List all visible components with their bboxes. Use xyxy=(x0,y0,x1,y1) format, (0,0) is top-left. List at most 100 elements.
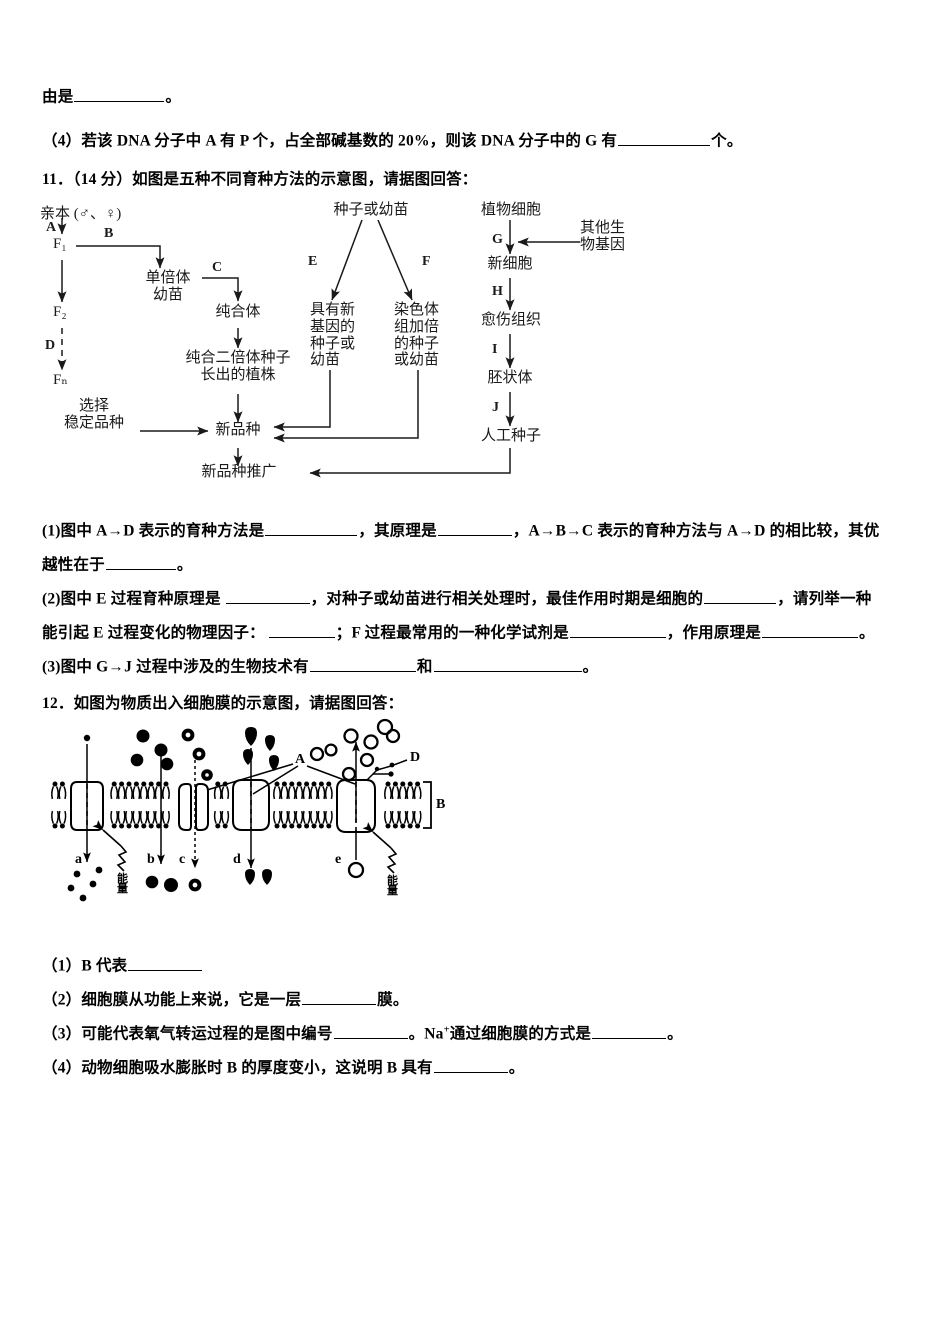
node-seed-or-seedling: 种子或幼苗 xyxy=(333,202,409,218)
q10-sub4-text: （4）若该 DNA 分子中 A 有 P 个，占全部碱基数的 20%，则该 DNA… xyxy=(42,132,618,150)
q12-sub3: （3）可能代表氧气转运过程的是图中编号 。Na+通过细胞膜的方式是 。 xyxy=(42,1023,683,1046)
membrane-label-B: B xyxy=(436,797,446,812)
q10-line-由是: 由是 。 xyxy=(42,86,181,109)
node-select-stable: 选择 稳定品种 xyxy=(63,398,124,431)
q11-sub3-line: (3)图中 G→J 过程中涉及的生物技术有 和 。 xyxy=(42,656,598,679)
energy-label-e: 能量 xyxy=(387,875,398,898)
answer-blank[interactable] xyxy=(302,989,377,1005)
answer-blank[interactable] xyxy=(268,622,335,638)
answer-blank[interactable] xyxy=(592,1023,667,1039)
q12-sub4: （4）动物细胞吸水膨胀时 B 的厚度变小，这说明 B 具有 。 xyxy=(42,1057,524,1080)
node-homozygote: 纯合体 xyxy=(215,304,261,320)
q12-sub3-c: 通过细胞膜的方式是 xyxy=(449,1025,592,1043)
arrow-label-B: B xyxy=(104,226,114,241)
q11-sub2-line1: (2)图中 E 过程育种原理是，对种子或幼苗进行相关处理时，最佳作用时期是细胞的… xyxy=(42,588,922,611)
cell-membrane-diagram: a b c d e A B D 能量 能量 xyxy=(51,718,455,922)
q12-sub2: （2）细胞膜从功能上来说，它是一层 膜。 xyxy=(42,989,409,1012)
na-plus-superscript: + xyxy=(443,1024,450,1036)
arrow-label-F: F xyxy=(422,254,431,269)
membrane-diagram-graphics xyxy=(51,718,432,902)
q11-sub1-c: ，A→B→C 表示的育种方法与 A→D 的相比较，其优 xyxy=(512,522,880,540)
q12-sub3-b: 。Na xyxy=(408,1025,444,1043)
q11-stem: 11．（14 分）如图是五种不同育种方法的示意图，请据图回答： xyxy=(42,171,478,188)
q12-sub2-a: （2）细胞膜从功能上来说，它是一层 xyxy=(42,991,302,1009)
node-f1: F₁ xyxy=(53,236,67,252)
membrane-channel-e: e xyxy=(335,852,342,867)
membrane-channel-d: d xyxy=(233,852,241,867)
answer-blank[interactable] xyxy=(333,1023,408,1039)
arrow-label-C: C xyxy=(212,260,223,275)
node-f2: F₂ xyxy=(53,304,67,320)
membrane-channel-b: b xyxy=(147,852,155,867)
node-new-variety: 新品种 xyxy=(215,422,261,438)
membrane-channel-c: c xyxy=(179,852,186,867)
q12-sub3-d: 。 xyxy=(667,1025,683,1043)
q11-sub1-b: ，其原理是 xyxy=(358,522,437,540)
node-haploid-seedling: 单倍体 幼苗 xyxy=(145,270,191,303)
membrane-label-A: A xyxy=(295,752,306,767)
q11-sub3-a: (3)图中 G→J 过程中涉及的生物技术有 xyxy=(42,658,309,676)
node-artificial-seed: 人工种子 xyxy=(480,428,541,444)
energy-label-a: 能量 xyxy=(117,873,128,896)
q11-sub1-line1: (1)图中 A→D 表示的育种方法是 ，其原理是 ，A→B→C 表示的育种方法与 A… xyxy=(42,520,922,543)
breeding-methods-diagram: 亲本 (♂、♀) F₁ F₂ Fₙ 选择 稳定品种 单倍体 幼苗 纯合体 纯合二… xyxy=(40,198,660,498)
q11-sub2-d: 能引起 E 过程变化的物理因子： xyxy=(42,624,265,642)
arrow-label-E: E xyxy=(308,254,318,269)
breeding-diagram-lines xyxy=(57,218,580,478)
answer-blank[interactable] xyxy=(225,588,310,604)
q11-sub1-d: 越性在于 xyxy=(42,556,105,574)
answer-blank[interactable] xyxy=(437,520,512,536)
answer-blank[interactable] xyxy=(265,520,358,536)
q12-sub3-a: （3）可能代表氧气转运过程的是图中编号 xyxy=(42,1025,333,1043)
q11-sub2-g: 。 xyxy=(858,624,875,642)
q12-sub4-a: （4）动物细胞吸水膨胀时 B 的厚度变小，这说明 B 具有 xyxy=(42,1059,433,1077)
node-new-variety-promotion: 新品种推广 xyxy=(201,464,277,480)
answer-blank[interactable] xyxy=(761,622,858,638)
node-callus: 愈伤组织 xyxy=(480,312,541,328)
arrow-label-I: I xyxy=(492,342,498,357)
q11-sub1-line2: 越性在于 。 xyxy=(42,554,193,577)
answer-blank[interactable] xyxy=(569,622,666,638)
q12-sub1: （1）B 代表 xyxy=(42,955,203,978)
answer-blank[interactable] xyxy=(74,86,165,102)
q12-stem: 12．如图为物质出入细胞膜的示意图，请据图回答： xyxy=(42,695,404,712)
q11-sub2-a: (2)图中 E 过程育种原理是 xyxy=(42,590,221,608)
membrane-label-D: D xyxy=(410,750,421,765)
arrow-label-J: J xyxy=(492,400,499,415)
answer-blank[interactable] xyxy=(704,588,777,604)
answer-blank[interactable] xyxy=(105,554,176,570)
q12-sub2-b: 膜。 xyxy=(377,991,409,1009)
arrow-label-A: A xyxy=(46,220,57,235)
q11-sub2-f: ，作用原理是 xyxy=(666,624,761,642)
membrane-channel-a: a xyxy=(75,852,82,867)
arrow-label-H: H xyxy=(492,284,503,299)
answer-blank[interactable] xyxy=(433,656,582,672)
q10-text-pre: 由是 xyxy=(42,88,74,106)
node-new-cell: 新细胞 xyxy=(487,256,533,272)
answer-blank[interactable] xyxy=(309,656,416,672)
q10-text-post: 。 xyxy=(165,88,182,106)
q10-sub4-post: 个。 xyxy=(711,132,743,150)
q11-sub3-c: 。 xyxy=(582,658,599,676)
q10-line-4: （4）若该 DNA 分子中 A 有 P 个，占全部碱基数的 20%，则该 DNA… xyxy=(42,130,743,153)
node-chromosome-doubled: 染色体 组加倍 的种子 或幼苗 xyxy=(394,302,440,369)
q12-sub4-b: 。 xyxy=(508,1059,525,1077)
node-homozygous-diploid-plant: 纯合二倍体种子 长出的植株 xyxy=(185,350,291,383)
answer-blank[interactable] xyxy=(618,130,711,146)
node-plant-cell: 植物细胞 xyxy=(480,202,541,218)
node-new-gene-seed: 具有新 基因的 种子或 幼苗 xyxy=(310,302,356,369)
q11-sub1-e: 。 xyxy=(176,556,193,574)
arrow-label-G: G xyxy=(492,232,503,247)
q11-sub2-e: ；F 过程最常用的一种化学试剂是 xyxy=(335,624,569,642)
q11-sub3-b: 和 xyxy=(416,658,433,676)
q11-sub1-a: (1)图中 A→D 表示的育种方法是 xyxy=(42,522,265,540)
q11-sub2-line2: 能引起 E 过程变化的物理因子： ；F 过程最常用的一种化学试剂是 ，作用原理是 。 xyxy=(42,622,922,645)
node-other-organism-gene: 其他生 物基因 xyxy=(580,220,626,253)
node-parent: 亲本 (♂、♀) xyxy=(40,206,122,222)
node-fn: Fₙ xyxy=(53,372,68,388)
answer-blank[interactable] xyxy=(128,955,203,971)
answer-blank[interactable] xyxy=(433,1057,508,1073)
q12-sub1-a: （1）B 代表 xyxy=(42,957,128,975)
node-embryoid: 胚状体 xyxy=(487,370,533,386)
